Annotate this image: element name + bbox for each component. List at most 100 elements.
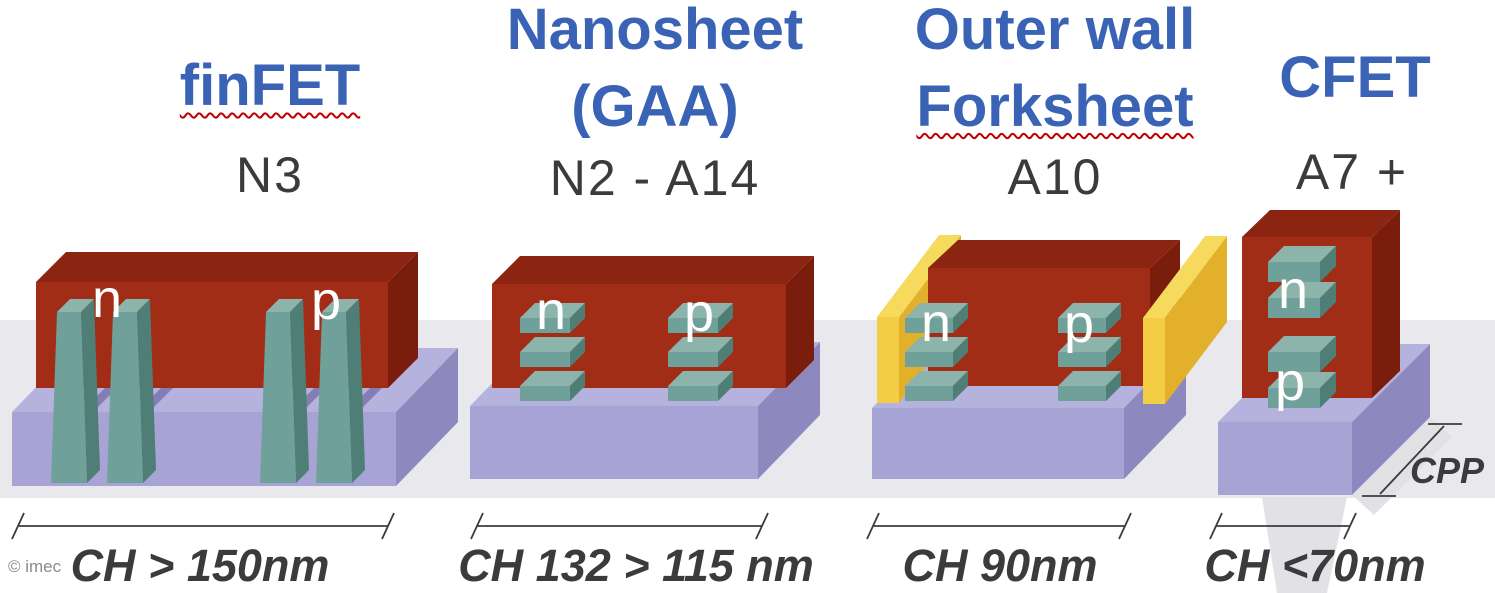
forksheet-right-wall-side-face [1165,236,1227,404]
forksheet-left-wall-front-face [877,317,899,403]
title-forksheet-line2-text: Forksheet [916,73,1194,139]
finfet-fin-2-side-face [137,299,156,483]
forksheet-n-sheet-1-top-face [905,303,968,318]
cfet-sheet-2-side-face [1320,282,1336,318]
cfet-p-label: p [1275,352,1306,412]
nanosheet-n-label: n [536,281,567,341]
nanosheet-p-sheet-3-front-face [668,386,718,401]
nanosheet-ch-dimension-tick-left [470,512,484,540]
structure-forksheet [872,235,1227,479]
nanosheet-p-label: p [684,283,715,343]
forksheet-n-sheet-3-side-face [953,371,968,401]
nanosheet-n-sheet-2-front-face [520,352,570,367]
cpp-label: CPP [1410,450,1485,491]
cfet-substrate-side-face [1352,344,1430,495]
forksheet-n-sheet-1-side-face [953,303,968,333]
forksheet-n-sheet-2-top-face [905,337,968,352]
node-label-forksheet: A10 [1007,149,1103,205]
nanosheet-n-sheet-1-top-face [520,303,585,318]
nanosheet-p-sheet-1-front-face [668,318,718,333]
cfet-gate-side-face [1372,210,1400,398]
forksheet-p-sheet-3-front-face [1058,386,1106,401]
forksheet-ch-dimension-tick-left [866,512,880,540]
forksheet-right-wall-front-face [1143,318,1165,404]
node-label-finfet: N3 [236,147,304,203]
node-label-nanosheet: N2 - A14 [549,150,761,206]
cfet-sheet-3-top-face [1268,336,1336,352]
finfet-fin-1-top-face [57,299,94,312]
cfet-sheet-4-top-face [1268,372,1336,388]
forksheet-p-sheet-1-top-face [1058,303,1121,318]
finfet-ch-dimension-tick-left [11,512,25,540]
forksheet-p-sheet-3-top-face [1058,371,1121,386]
nanosheet-p-sheet-2-side-face [718,337,733,367]
cfet-sheet-3-front-face [1268,352,1320,372]
finfet-fin-4-side-face [346,299,365,483]
forksheet-n-sheet-1-front-face [905,318,953,333]
nanosheet-ch-dimension-tick-right [755,512,769,540]
forksheet-p-sheet-2-top-face [1058,337,1121,352]
header-finfet: finFET [120,48,420,125]
cfet-sheet-1-top-face [1268,246,1336,262]
title-forksheet-line1: Outer wall [914,0,1196,62]
finfet-ch-dimension-tick-right [381,512,395,540]
finfet-fin-3-side-face [290,299,309,483]
cfet-n-label: n [1278,260,1309,320]
ch-label-forksheet: CH 90nm [902,540,1098,591]
finfet-fin-2-front-face [107,312,143,483]
cfet-substrate-front-face [1218,422,1352,495]
ch-label-finfet: CH > 150nm [70,540,330,591]
nanosheet-substrate-front-face [470,406,758,479]
dimension-lines [11,423,1462,540]
forksheet-p-sheet-3-side-face [1106,371,1121,401]
forksheet-gate-top-face [928,240,1180,268]
cfet-ch-dimension-tick-right [1343,512,1357,540]
forksheet-n-sheet-2-front-face [905,352,953,367]
imec-copyright: © imec [8,557,62,576]
nanosheet-n-sheet-3-front-face [520,386,570,401]
node-label-cfet: A7 + [1295,144,1409,200]
finfet-fin-1-side-face [81,299,100,483]
finfet-gate-top-face [36,252,418,282]
cfet-sheet-2-front-face [1268,298,1320,318]
structure-nanosheet [470,256,820,479]
cfet-ch-dimension-tick-left [1209,512,1223,540]
forksheet-n-sheet-2-side-face [953,337,968,367]
forksheet-right-wall-top-face [1143,236,1227,318]
forksheet-n-sheet-3-top-face [905,371,968,386]
nanosheet-n-sheet-1-side-face [570,303,585,333]
nanosheet-n-sheet-2-side-face [570,337,585,367]
cfet-sheet-4-front-face [1268,388,1320,408]
forksheet-left-wall-top-face [877,235,961,317]
nanosheet-p-sheet-2-top-face [668,337,733,352]
title-nanosheet-line2: (GAA) [571,73,739,139]
forksheet-p-sheet-2-side-face [1106,337,1121,367]
forksheet-p-label: p [1064,294,1095,354]
cfet-gate-top-face [1242,210,1400,237]
cfet-side-shadow [1352,417,1452,515]
title-forksheet-line2: Forksheet [885,69,1225,146]
nanosheet-n-sheet-1-front-face [520,318,570,333]
nanosheet-p-sheet-3-top-face [668,371,733,386]
forksheet-gate-front-face [928,268,1150,386]
cpp-diagonal-line [1379,425,1445,495]
forksheet-substrate-front-face [872,408,1124,479]
nanosheet-substrate-side-face [758,342,820,479]
header-nanosheet: Nanosheet (GAA) [485,0,825,145]
nanosheet-n-sheet-3-side-face [570,371,585,401]
title-finfet: finFET [179,53,361,118]
forksheet-n-label: n [921,293,952,353]
forksheet-ch-dimension-tick-right [1118,512,1132,540]
title-cfet: CFET [1279,45,1431,110]
nanosheet-p-sheet-3-side-face [718,371,733,401]
finfet-p-label: p [311,271,342,331]
finfet-fin-4-front-face [316,312,352,483]
cfet-sheet-3-side-face [1320,336,1336,372]
nanosheet-p-sheet-2-front-face [668,352,718,367]
finfet-fin-3-top-face [266,299,303,312]
finfet-n-label: n [92,269,123,329]
cfet-sheet-4-side-face [1320,372,1336,408]
cfet-cast-shadow [1262,497,1347,593]
